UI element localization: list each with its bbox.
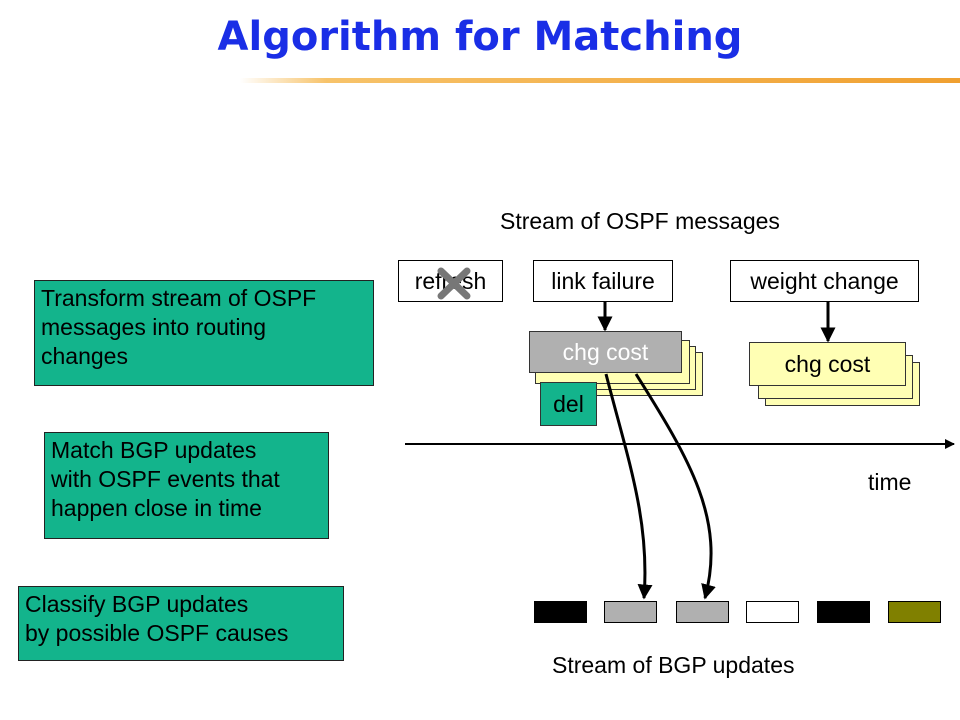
bgp-stream-heading: Stream of BGP updates (552, 652, 795, 678)
step-text-line: Transform stream of OSPF (41, 285, 317, 311)
step-transform-box: Transform stream of OSPF messages into r… (34, 280, 374, 386)
step-text-line: by possible OSPF causes (25, 620, 289, 646)
ospf-stream-heading: Stream of OSPF messages (500, 208, 780, 234)
step-text-line: Classify BGP updates (25, 591, 249, 617)
step-text-line: messages into routing (41, 314, 267, 340)
step-text-line: happen close in time (51, 495, 262, 521)
bgp-update-block (888, 601, 941, 623)
chg-cost-card: chg cost (749, 342, 906, 386)
bgp-update-block (676, 601, 729, 623)
chg-cost-highlighted-card: chg cost (529, 331, 682, 373)
match-arrow-2 (634, 373, 716, 600)
step-match-box: Match BGP updates with OSPF events that … (44, 432, 329, 539)
ospf-message-link-failure: link failure (533, 260, 673, 302)
ospf-message-weight-change: weight change (730, 260, 919, 302)
bgp-update-block (604, 601, 657, 623)
bgp-update-block (746, 601, 799, 623)
time-axis-label: time (868, 469, 912, 495)
bgp-update-block (534, 601, 587, 623)
page-title: Algorithm for Matching (217, 14, 743, 60)
step-text-line: Match BGP updates (51, 437, 257, 463)
title-divider (240, 78, 960, 83)
cross-mark-icon (437, 267, 471, 300)
step-text-line: changes (41, 343, 128, 369)
step-text-line: with OSPF events that (51, 466, 280, 492)
bgp-update-block (817, 601, 870, 623)
step-classify-box: Classify BGP updates by possible OSPF ca… (18, 586, 344, 661)
match-arrow-1 (604, 373, 653, 600)
del-card: del (540, 382, 597, 426)
